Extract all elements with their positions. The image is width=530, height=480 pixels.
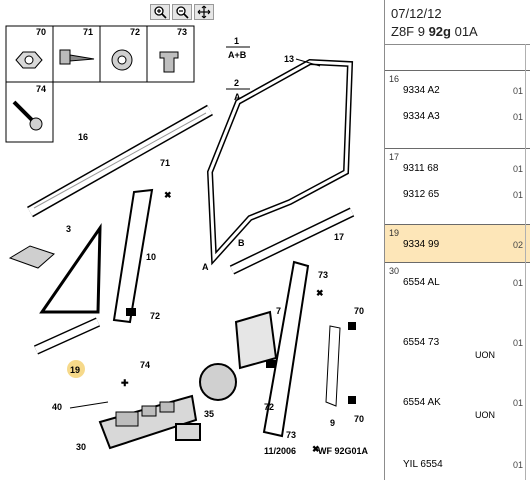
zoom-in-icon <box>154 6 167 19</box>
row-index: 19 <box>389 228 400 238</box>
uon-label: UON <box>475 350 495 360</box>
svg-text:2: 2 <box>234 78 239 88</box>
part-number[interactable]: 6554 AK <box>403 397 441 408</box>
zoom-out-icon <box>176 6 189 19</box>
zoom-out-button[interactable] <box>172 4 192 20</box>
svg-text:1: 1 <box>234 36 239 46</box>
svg-text:B: B <box>238 238 245 248</box>
diagram-footer-date: 11/2006 <box>264 446 296 456</box>
diagram-toolbar <box>150 4 214 20</box>
column-divider <box>525 44 526 480</box>
part-number[interactable]: 9334 99 <box>403 239 440 250</box>
svg-text:13: 13 <box>284 54 294 64</box>
legend-number-72: 72 <box>130 27 140 37</box>
parts-list-panel: 07/12/12 Z8F 9 92g 01A 16 9334 A2 01 933… <box>384 0 530 480</box>
svg-text:72: 72 <box>264 402 274 412</box>
svg-text:73: 73 <box>286 430 296 440</box>
part-number[interactable]: YIL 6554 <box>403 459 443 470</box>
svg-text:35: 35 <box>204 409 214 419</box>
legend-number-70: 70 <box>36 27 46 37</box>
svg-text:9: 9 <box>330 418 335 428</box>
part-number[interactable]: 9311 68 <box>403 163 439 174</box>
quantity: 01 <box>513 278 524 288</box>
ref-suffix: 01A <box>450 24 478 39</box>
svg-text:A: A <box>234 92 241 102</box>
svg-text:73: 73 <box>318 270 328 280</box>
exploded-view-drawing: 70 71 72 73 74 1 A+B 2 A 13 16 17 B A 10… <box>5 25 369 456</box>
svg-text:74: 74 <box>140 360 150 370</box>
svg-text:16: 16 <box>78 132 88 142</box>
pan-icon <box>197 5 211 19</box>
quantity: 01 <box>513 190 524 200</box>
svg-text:✚: ✚ <box>121 378 129 388</box>
list-group-16[interactable]: 16 9334 A2 01 9334 A3 01 <box>385 70 530 148</box>
ref-bold: 92g <box>428 24 451 39</box>
diagram-footer-ref: WF 92G01A <box>318 446 369 456</box>
quantity: 01 <box>513 398 524 408</box>
svg-text:✖: ✖ <box>316 288 324 298</box>
quantity: 01 <box>513 338 524 348</box>
svg-text:30: 30 <box>76 442 86 452</box>
header-divider <box>385 44 530 45</box>
svg-text:A+B: A+B <box>228 50 247 60</box>
legend-number-73: 73 <box>177 27 187 37</box>
part-number[interactable]: 9334 A3 <box>403 111 440 122</box>
row-index: 30 <box>389 266 400 276</box>
svg-text:7: 7 <box>276 306 281 316</box>
svg-text:✖: ✖ <box>164 190 172 200</box>
parts-diagram[interactable]: 70 71 72 73 74 1 A+B 2 A 13 16 17 B A 10… <box>0 22 384 480</box>
svg-text:70: 70 <box>354 306 364 316</box>
legend-number-74: 74 <box>36 84 46 94</box>
svg-text:3: 3 <box>66 224 71 234</box>
highlight-bubble-19 <box>67 360 85 378</box>
pan-button[interactable] <box>194 4 214 20</box>
uon-label: UON <box>475 410 495 420</box>
list-group-17[interactable]: 17 9311 68 01 9312 65 01 <box>385 148 530 224</box>
list-reference: Z8F 9 92g 01A <box>391 24 478 39</box>
part-number[interactable]: 9312 65 <box>403 189 440 200</box>
svg-text:A: A <box>202 262 209 272</box>
row-index: 17 <box>389 152 400 162</box>
svg-text:71: 71 <box>160 158 170 168</box>
list-date: 07/12/12 <box>391 6 442 21</box>
part-number[interactable]: 9334 A2 <box>403 85 440 96</box>
part-number[interactable]: 6554 73 <box>403 337 440 348</box>
svg-text:17: 17 <box>334 232 344 242</box>
quantity: 01 <box>513 86 524 96</box>
quantity: 02 <box>513 240 524 250</box>
quantity: 01 <box>513 460 524 470</box>
ref-prefix: Z8F 9 <box>391 24 429 39</box>
svg-text:72: 72 <box>150 311 160 321</box>
svg-text:40: 40 <box>52 402 62 412</box>
part-number[interactable]: 6554 AL <box>403 277 440 288</box>
svg-text:70: 70 <box>354 414 364 424</box>
quantity: 01 <box>513 164 524 174</box>
callout-19: 19 <box>70 365 80 375</box>
legend-number-71: 71 <box>83 27 93 37</box>
svg-text:10: 10 <box>146 252 156 262</box>
list-group-30[interactable]: 30 6554 AL 01 6554 73 01 UON 6554 AK 01 … <box>385 262 530 480</box>
list-group-19-selected[interactable]: 19 9334 99 02 <box>385 224 530 262</box>
zoom-in-button[interactable] <box>150 4 170 20</box>
svg-text:✖: ✖ <box>312 444 320 454</box>
quantity: 01 <box>513 112 524 122</box>
row-index: 16 <box>389 74 400 84</box>
fastener-legend <box>5 25 195 143</box>
